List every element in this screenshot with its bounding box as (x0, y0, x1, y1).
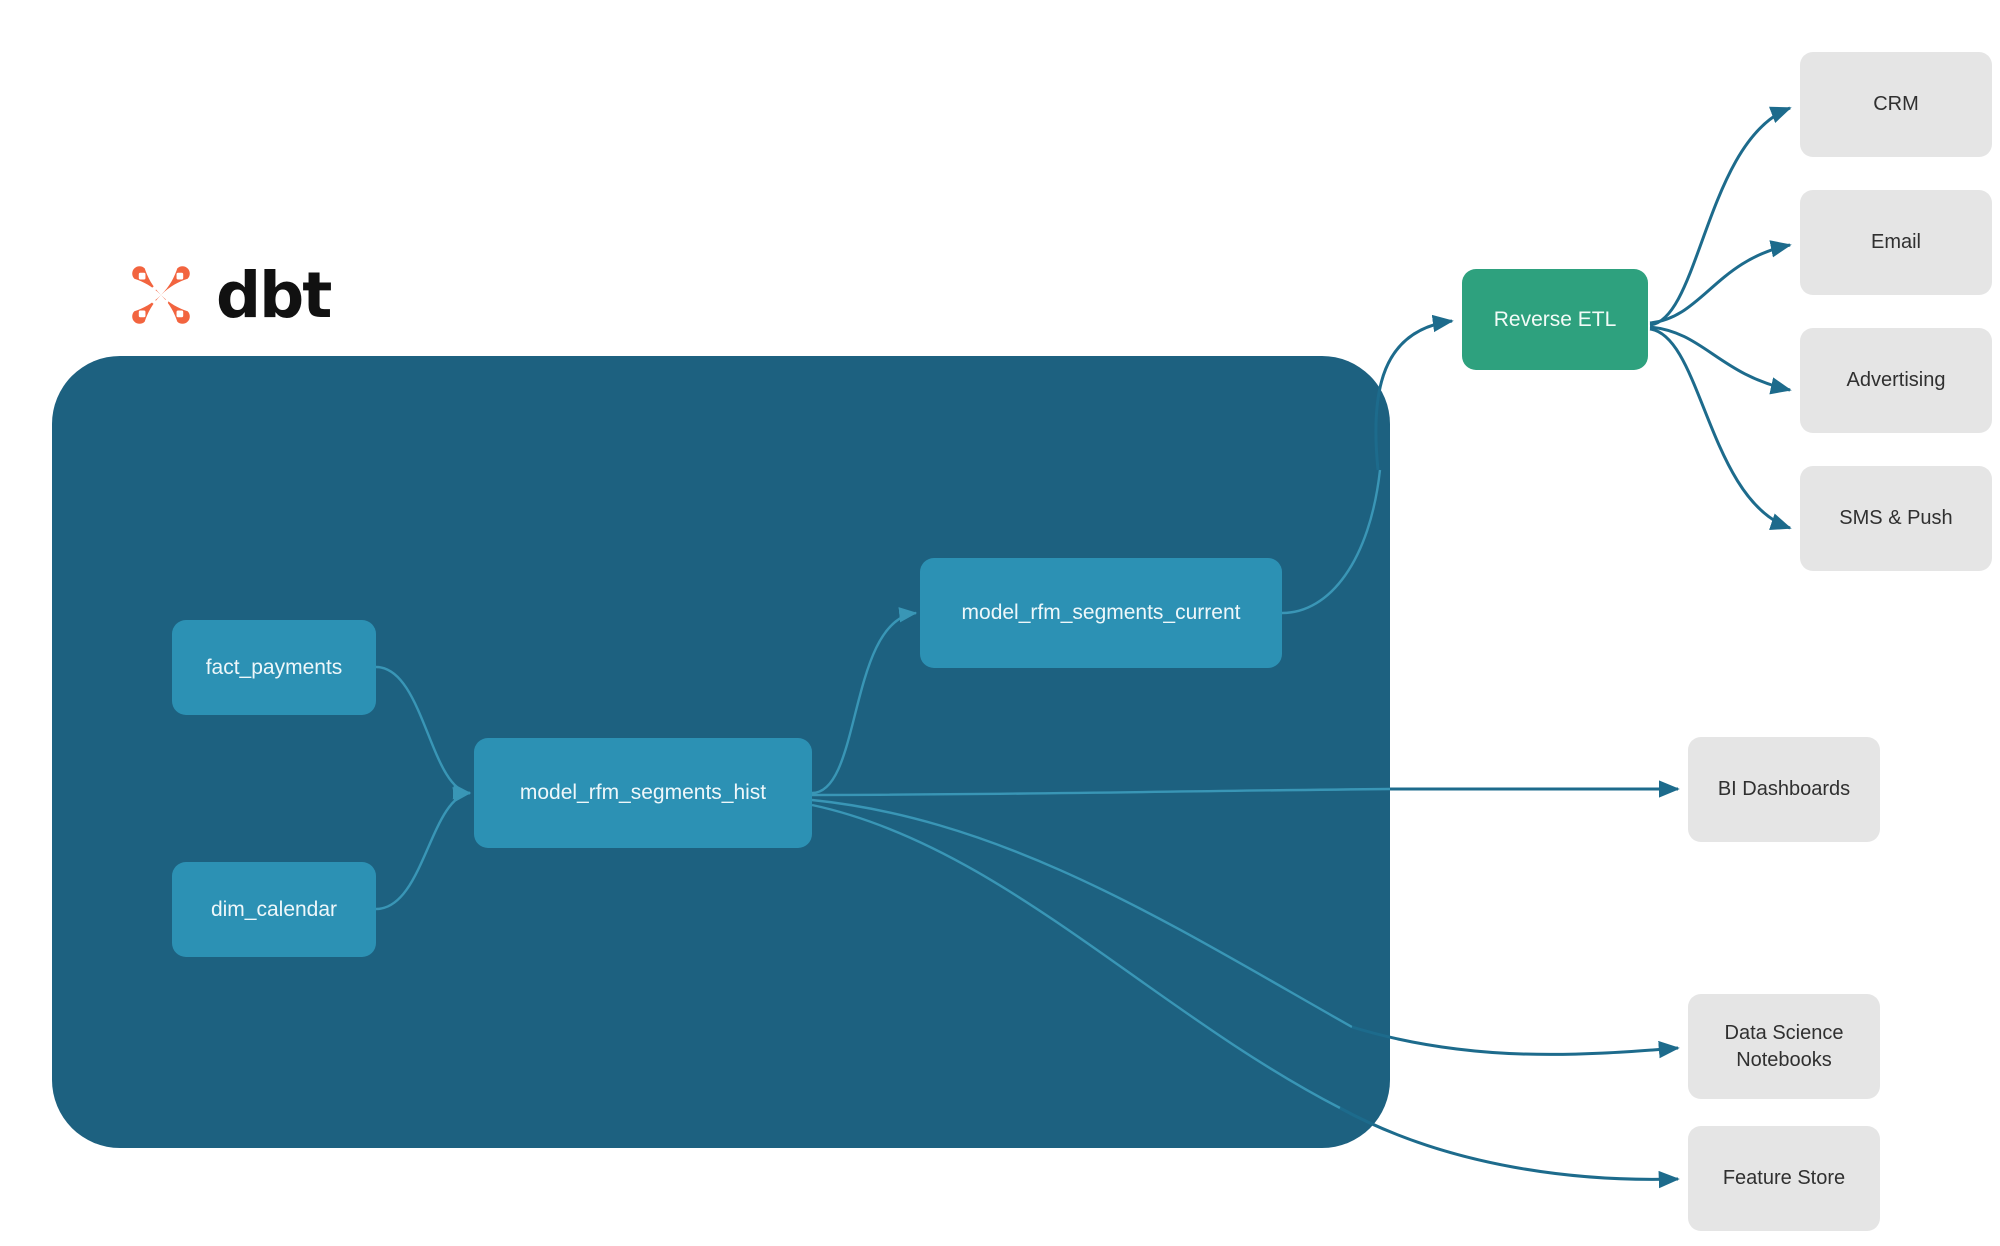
destination-label: Advertising (1846, 369, 1946, 391)
destination-node-email[interactable]: Email (1800, 190, 1992, 295)
model-node-fact-payments[interactable]: fact_payments (172, 620, 376, 715)
model-node-model-rfm-segments-hist[interactable]: model_rfm_segments_hist (474, 738, 812, 848)
edge-reverse-etl-to-crm (1649, 106, 1792, 327)
model-node-model-rfm-segments-current[interactable]: model_rfm_segments_current (920, 558, 1282, 668)
model-node-dim-calendar[interactable]: dim_calendar (172, 862, 376, 957)
destination-label: Feature Store (1722, 1167, 1846, 1189)
destination-label: Email (1870, 231, 1921, 253)
reverse-etl-node[interactable]: Reverse ETL (1462, 269, 1648, 370)
destination-label: BI Dashboards (1717, 778, 1851, 800)
edge-container-to-ds-notebooks (1351, 1025, 1680, 1059)
destination-node-advertising[interactable]: Advertising (1800, 328, 1992, 433)
edge-container-to-feature-store (1339, 1106, 1680, 1189)
reverse-etl-label: Reverse ETL (1493, 307, 1617, 331)
model-node-label: fact_payments (205, 655, 343, 679)
destination-node-sms-push[interactable]: SMS & Push (1800, 466, 1992, 571)
destination-node-feature-store[interactable]: Feature Store (1688, 1126, 1880, 1231)
destination-label: CRM (1873, 93, 1919, 115)
dbt-wordmark: dbt (216, 258, 332, 332)
edge-reverse-etl-to-advertising (1649, 325, 1792, 395)
model-node-label: dim_calendar (210, 897, 338, 921)
model-node-label: model_rfm_segments_current (961, 601, 1241, 624)
dbt-logo-icon (132, 266, 190, 324)
destination-label: SMS & Push (1839, 507, 1953, 529)
model-node-label: model_rfm_segments_hist (519, 781, 767, 804)
destination-node-crm[interactable]: CRM (1800, 52, 1992, 157)
dbt-brand: dbt (124, 258, 332, 332)
edge-reverse-etl-to-sms-push (1649, 327, 1792, 530)
destination-node-bi-dashboards[interactable]: BI Dashboards (1688, 737, 1880, 842)
edge-reverse-etl-to-email (1649, 240, 1792, 325)
